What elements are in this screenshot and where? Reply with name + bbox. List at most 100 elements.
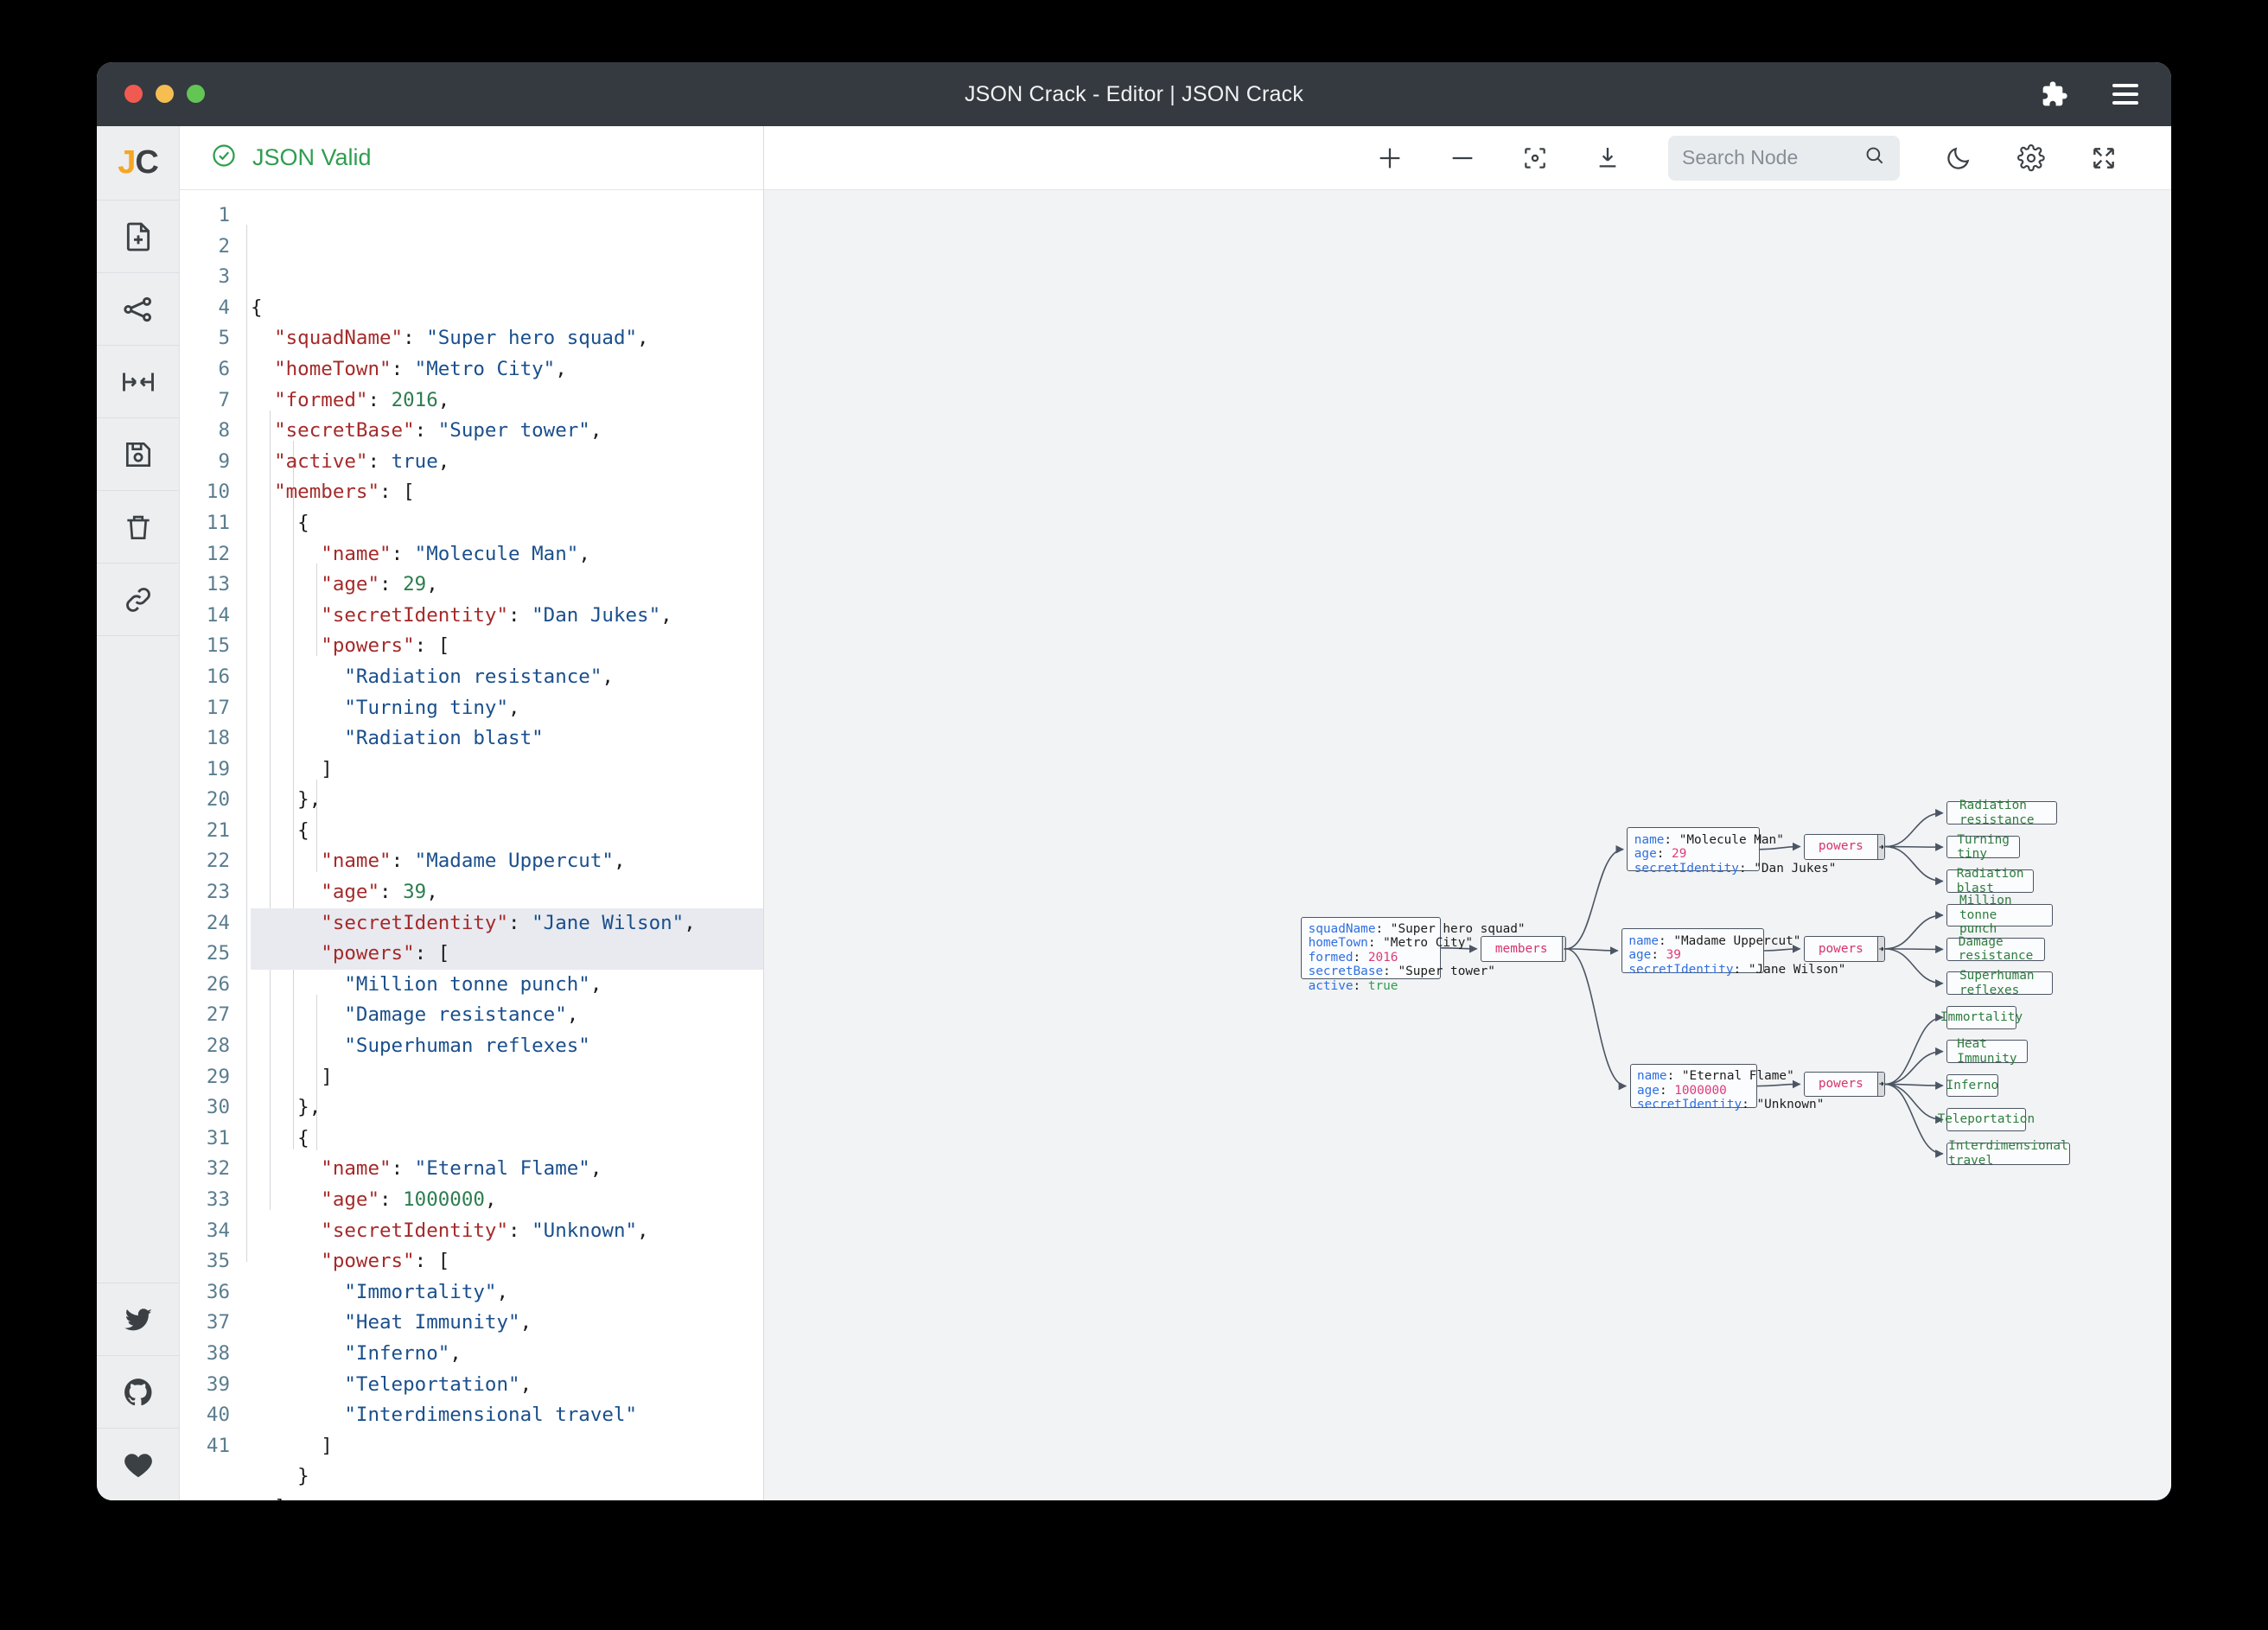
new-file-icon[interactable] [97,201,179,273]
code-line[interactable]: "name": "Molecule Man", [251,539,763,570]
menu-icon[interactable] [2111,80,2140,109]
minus-icon[interactable] [1445,141,1480,175]
search-icon[interactable] [1863,144,1886,171]
graph-leaf-node[interactable]: Damage resistance [1946,935,2046,963]
code-line[interactable]: "Heat Immunity", [251,1308,763,1339]
graph-leaf-node[interactable]: Radiation resistance [1946,799,2057,827]
code-line[interactable]: "Radiation resistance", [251,662,763,693]
graph-canvas[interactable]: squadName: "Super hero squad"homeTown: "… [764,190,2171,1500]
code-line[interactable]: "name": "Madame Uppercut", [251,846,763,877]
code-line[interactable]: } [251,1461,763,1493]
expand-icon[interactable] [2086,141,2121,175]
code-token: 1000000 [403,1188,485,1211]
search-node-box[interactable] [1668,135,1900,181]
code-line[interactable]: "age": 39, [251,877,763,908]
search-input[interactable] [1682,146,1853,169]
code-line[interactable]: "powers": [ [251,1246,763,1277]
graph-leaf-node[interactable]: Heat Immunity [1946,1037,2028,1066]
delete-icon[interactable] [97,491,179,563]
code-line[interactable]: "secretIdentity": "Jane Wilson", [251,907,763,939]
code-line[interactable]: "age": 1000000, [251,1185,763,1216]
graph-edge [1884,808,1944,848]
collapse-node-icon[interactable] [1876,1072,1884,1097]
graph-leaf-node[interactable]: Million tonne punch [1946,894,2053,936]
code-line[interactable]: "powers": [ [251,939,763,970]
github-icon[interactable] [97,1355,179,1428]
save-icon[interactable] [97,418,179,491]
collapse-node-icon[interactable] [1876,936,1884,961]
line-number: 29 [206,1065,230,1088]
code-line[interactable]: ] [251,755,763,786]
graph-leaf-node[interactable]: Interdimensional travel [1946,1139,2070,1168]
code-content[interactable]: { "squadName": "Super hero squad", "home… [242,190,763,1500]
minimize-button[interactable] [156,85,174,103]
graph-leaf-node[interactable]: Radiation blast [1946,867,2035,895]
app-logo[interactable]: JC [97,126,179,201]
code-line[interactable]: "secretIdentity": "Unknown", [251,1216,763,1247]
heart-icon[interactable] [97,1428,179,1500]
code-line[interactable]: "formed": 2016, [251,385,763,417]
close-button[interactable] [124,85,143,103]
code-line[interactable]: { [251,293,763,324]
gear-icon[interactable] [2014,141,2048,175]
graph-leaf-node[interactable]: Turning tiny [1946,833,2021,861]
code-line[interactable]: }, [251,1092,763,1124]
code-line[interactable]: "powers": [ [251,631,763,662]
code-line[interactable]: "Interdimensional travel" [251,1400,763,1431]
graph-node-key: name [1634,832,1665,847]
code-line[interactable]: ] [251,1431,763,1462]
moon-icon[interactable] [1941,141,1976,175]
link-icon[interactable] [97,563,179,636]
extensions-icon[interactable] [2040,80,2069,109]
line-number: 16 [206,665,230,688]
code-line[interactable]: "active": true, [251,447,763,478]
code-line[interactable]: "secretBase": "Super tower", [251,416,763,447]
code-line[interactable]: "Damage resistance", [251,1000,763,1031]
code-token [251,1188,321,1211]
code-line[interactable]: "Superhuman reflexes" [251,1031,763,1062]
graph-parent-node[interactable]: powers [1803,935,1885,962]
graph-parent-node[interactable]: powers [1803,1071,1885,1098]
code-line[interactable]: "Turning tiny", [251,693,763,724]
maximize-button[interactable] [187,85,205,103]
focus-frame-icon[interactable] [1518,141,1552,175]
code-token [251,1250,321,1272]
code-line[interactable]: { [251,1124,763,1155]
check-circle-icon [211,143,237,173]
code-line[interactable]: "name": "Eternal Flame", [251,1154,763,1185]
code-token: "Turning tiny" [344,696,509,719]
code-line[interactable]: "Radiation blast" [251,723,763,755]
code-line[interactable]: "members": [ [251,477,763,508]
collapse-expand-icon[interactable] [97,346,179,418]
code-line[interactable]: { [251,508,763,539]
code-line[interactable]: }, [251,785,763,816]
code-line[interactable]: "secretIdentity": "Dan Jukes", [251,601,763,632]
twitter-icon[interactable] [97,1283,179,1355]
plus-icon[interactable] [1373,141,1407,175]
code-line[interactable]: "age": 29, [251,570,763,601]
code-line[interactable]: "squadName": "Super hero squad", [251,323,763,354]
download-icon[interactable] [1590,141,1625,175]
code-line[interactable]: { [251,816,763,847]
graph-object-node[interactable]: squadName: "Super hero squad"homeTown: "… [1301,916,1526,993]
graph-leaf-node[interactable]: Immortality [1940,1005,2023,1029]
graph-leaf-node[interactable]: Teleportation [1938,1108,2035,1131]
collapse-node-icon[interactable] [1561,936,1565,961]
share-nodes-icon[interactable] [97,273,179,346]
collapse-node-icon[interactable] [1876,834,1884,859]
graph-leaf-node[interactable]: Superhuman reflexes [1946,969,2053,997]
code-line[interactable]: "Immortality", [251,1277,763,1308]
code-line[interactable]: ] [251,1493,763,1500]
code-line[interactable]: "Million tonne punch", [251,970,763,1001]
code-line[interactable]: "Teleportation", [251,1370,763,1401]
code-line[interactable]: ] [251,1062,763,1093]
code-line[interactable]: "Inferno", [251,1339,763,1370]
graph-parent-node[interactable]: members [1480,935,1566,962]
graph-leaf-node[interactable]: Inferno [1946,1073,1998,1098]
graph-parent-node[interactable]: powers [1803,833,1885,860]
code-line[interactable]: "homeTown": "Metro City", [251,354,763,385]
